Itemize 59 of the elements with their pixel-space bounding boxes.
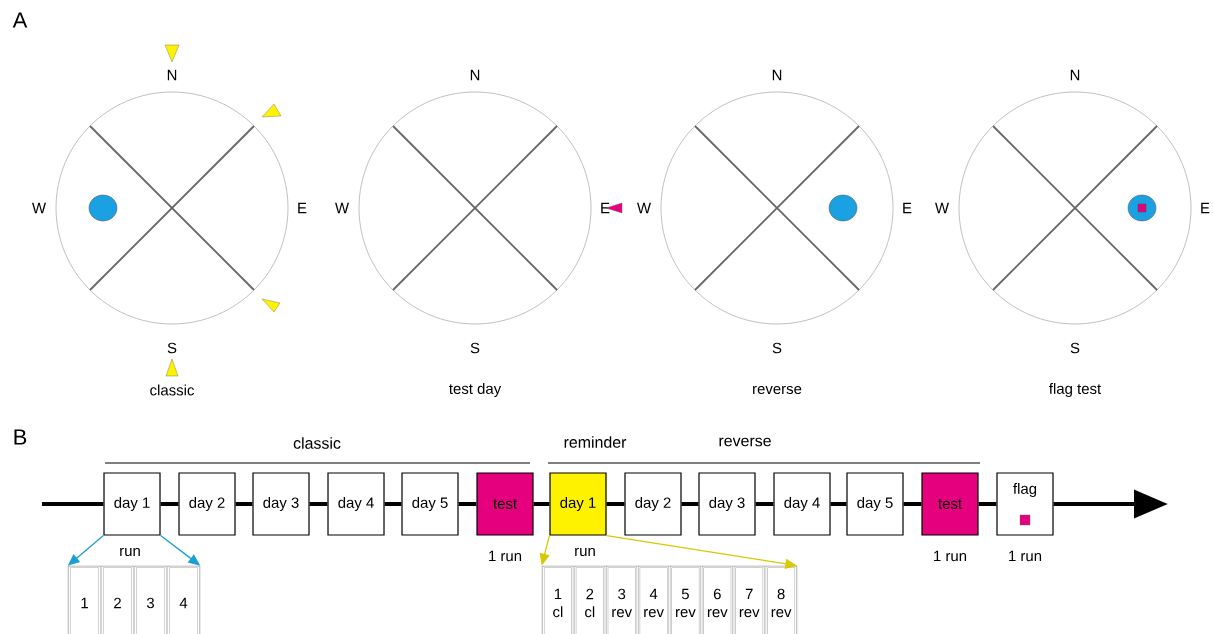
compass-label: E bbox=[1201, 202, 1210, 214]
day-box: day 5 bbox=[846, 472, 904, 536]
compass-label: E bbox=[903, 202, 912, 214]
run-count: 1 run bbox=[1009, 550, 1042, 562]
pool-drawing bbox=[55, 91, 289, 325]
run-count: 1 run bbox=[489, 550, 522, 562]
run-label: run bbox=[575, 547, 595, 557]
compass-label: N bbox=[772, 69, 782, 81]
day-box: test bbox=[476, 472, 534, 536]
compass-label: W bbox=[637, 202, 651, 214]
day-box: day 4 bbox=[773, 472, 831, 536]
run-cell: 3 bbox=[134, 566, 167, 634]
run-cell: 1 cl bbox=[542, 566, 574, 634]
compass-label: S bbox=[1070, 342, 1080, 354]
run-cell: 1 bbox=[68, 566, 101, 634]
run-cell: 2 bbox=[101, 566, 134, 634]
run-cell: 8 rev bbox=[765, 566, 797, 634]
pool-drawing bbox=[958, 91, 1192, 325]
pool-drawing bbox=[358, 91, 592, 325]
compass-label: W bbox=[32, 202, 46, 214]
phase-label: reverse bbox=[719, 437, 771, 447]
compass-label: S bbox=[167, 342, 177, 354]
phase-label: reminder bbox=[564, 436, 627, 448]
day-box: test bbox=[921, 472, 979, 536]
day-box: day 5 bbox=[401, 472, 459, 536]
run-cell: 4 bbox=[167, 566, 200, 634]
compass-label: W bbox=[335, 202, 349, 214]
compass-label: E bbox=[601, 202, 610, 214]
compass-label: N bbox=[1070, 69, 1080, 81]
run-cell: 5 rev bbox=[669, 566, 701, 634]
day-box: day 3 bbox=[252, 472, 310, 536]
compass-label: S bbox=[772, 342, 782, 354]
compass-label: S bbox=[470, 342, 480, 354]
compass-label: N bbox=[167, 69, 177, 81]
maze-caption: flag test bbox=[1049, 383, 1102, 397]
compass-label: W bbox=[935, 202, 949, 214]
panel-letter: B bbox=[14, 429, 27, 445]
run-cell: 4 rev bbox=[638, 566, 670, 634]
run-label: run bbox=[120, 547, 140, 557]
run-cell: 6 rev bbox=[701, 566, 733, 634]
run-cell: 3 rev bbox=[606, 566, 638, 634]
run-cell: 7 rev bbox=[733, 566, 765, 634]
run-count: 1 run bbox=[934, 550, 967, 562]
pool-drawing bbox=[660, 91, 894, 325]
day-box: flag bbox=[996, 472, 1054, 536]
day-box: day 3 bbox=[698, 472, 756, 536]
run-cell: 2 cl bbox=[574, 566, 606, 634]
maze-caption: classic bbox=[150, 384, 195, 396]
compass-label: N bbox=[470, 69, 480, 81]
phase-label: classic bbox=[293, 437, 341, 449]
day-box: day 2 bbox=[624, 472, 682, 536]
day-box: day 4 bbox=[327, 472, 385, 536]
maze-caption: test day bbox=[449, 383, 502, 397]
panel-letter: A bbox=[12, 12, 28, 28]
day-box: day 1 bbox=[549, 472, 607, 536]
day-box: day 2 bbox=[178, 472, 236, 536]
day-box: day 1 bbox=[103, 472, 161, 536]
maze-caption: reverse bbox=[753, 385, 802, 395]
compass-label: E bbox=[298, 202, 307, 214]
